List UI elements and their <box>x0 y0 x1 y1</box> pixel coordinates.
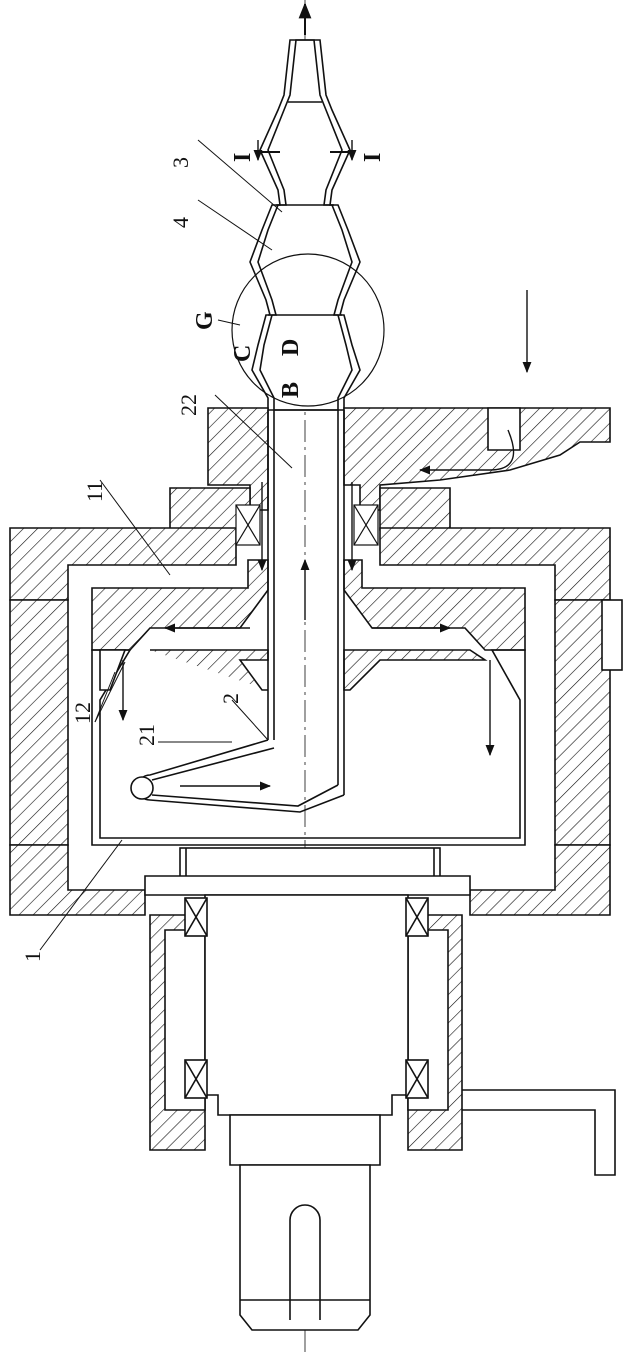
label-part-3: 3 <box>168 157 193 168</box>
label-part-12: 12 <box>70 702 95 724</box>
label-point-b: B <box>278 382 304 398</box>
label-point-c: C <box>230 345 256 362</box>
label-section-left: I <box>230 153 256 162</box>
label-point-d: D <box>278 339 304 356</box>
drum-1 <box>92 560 525 845</box>
top-bearings <box>236 505 378 545</box>
nozzle-assembly <box>250 40 360 410</box>
lower-shaft-housing <box>145 848 615 1330</box>
label-part-4: 4 <box>168 217 193 228</box>
label-part-11: 11 <box>82 481 107 502</box>
label-detail-g: G <box>192 311 218 330</box>
label-part-21: 21 <box>134 724 159 746</box>
top-cover <box>10 408 610 600</box>
label-part-2: 2 <box>218 693 243 704</box>
label-section-right: I <box>360 153 386 162</box>
label-part-1: 1 <box>20 951 45 962</box>
label-part-22: 22 <box>176 394 201 416</box>
